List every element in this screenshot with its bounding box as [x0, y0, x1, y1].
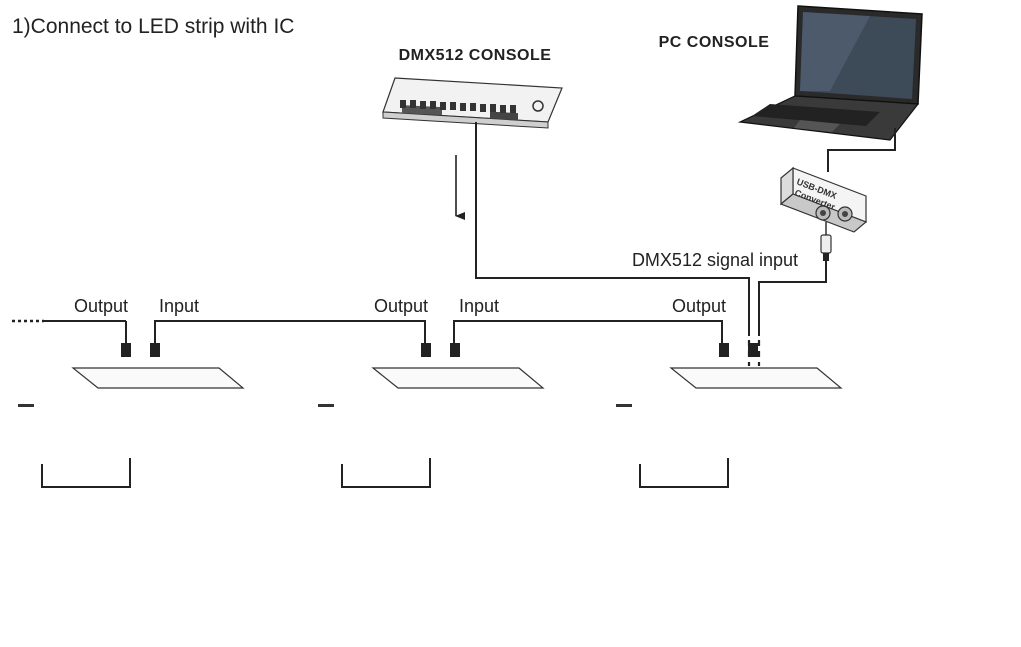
input-connector-icon	[450, 343, 460, 357]
pc-console-label: PC CONSOLE	[659, 34, 770, 51]
decoder-unit: Output Input	[18, 296, 245, 488]
dmx-console-label: DMX512 CONSOLE	[399, 47, 552, 64]
signal-input-label: DMX512 signal input	[632, 250, 798, 270]
input-label: Input	[459, 296, 499, 316]
power-adapter-icon	[18, 404, 34, 407]
input-label: Input	[159, 296, 199, 316]
decoder-unit: Output Input	[318, 296, 545, 488]
output-label: Output	[74, 296, 128, 316]
decoder-1: Output Input	[18, 296, 245, 488]
diagram-title: 1)Connect to LED strip with IC	[12, 15, 294, 38]
power-adapter-icon	[318, 404, 334, 407]
decoder-box-icon	[371, 367, 545, 389]
laptop-icon	[737, 5, 923, 141]
output-connector-icon	[719, 343, 729, 357]
xlr-plug-icon	[820, 234, 832, 261]
output-connector-icon	[121, 343, 131, 357]
decoder-3: Output	[616, 296, 843, 488]
usb-dmx-converter-icon	[779, 166, 868, 233]
input-connector-icon	[748, 343, 758, 357]
decoder-box-icon	[71, 367, 245, 389]
output-connector-icon	[421, 343, 431, 357]
dmx-console-icon	[382, 77, 563, 129]
input-connector-icon	[150, 343, 160, 357]
decoder-box-icon	[669, 367, 843, 389]
output-label: Output	[374, 296, 428, 316]
power-adapter-icon	[616, 404, 632, 407]
output-label: Output	[672, 296, 726, 316]
decoder-2: Output Input	[318, 296, 545, 488]
decoder-unit: Output	[616, 296, 843, 488]
